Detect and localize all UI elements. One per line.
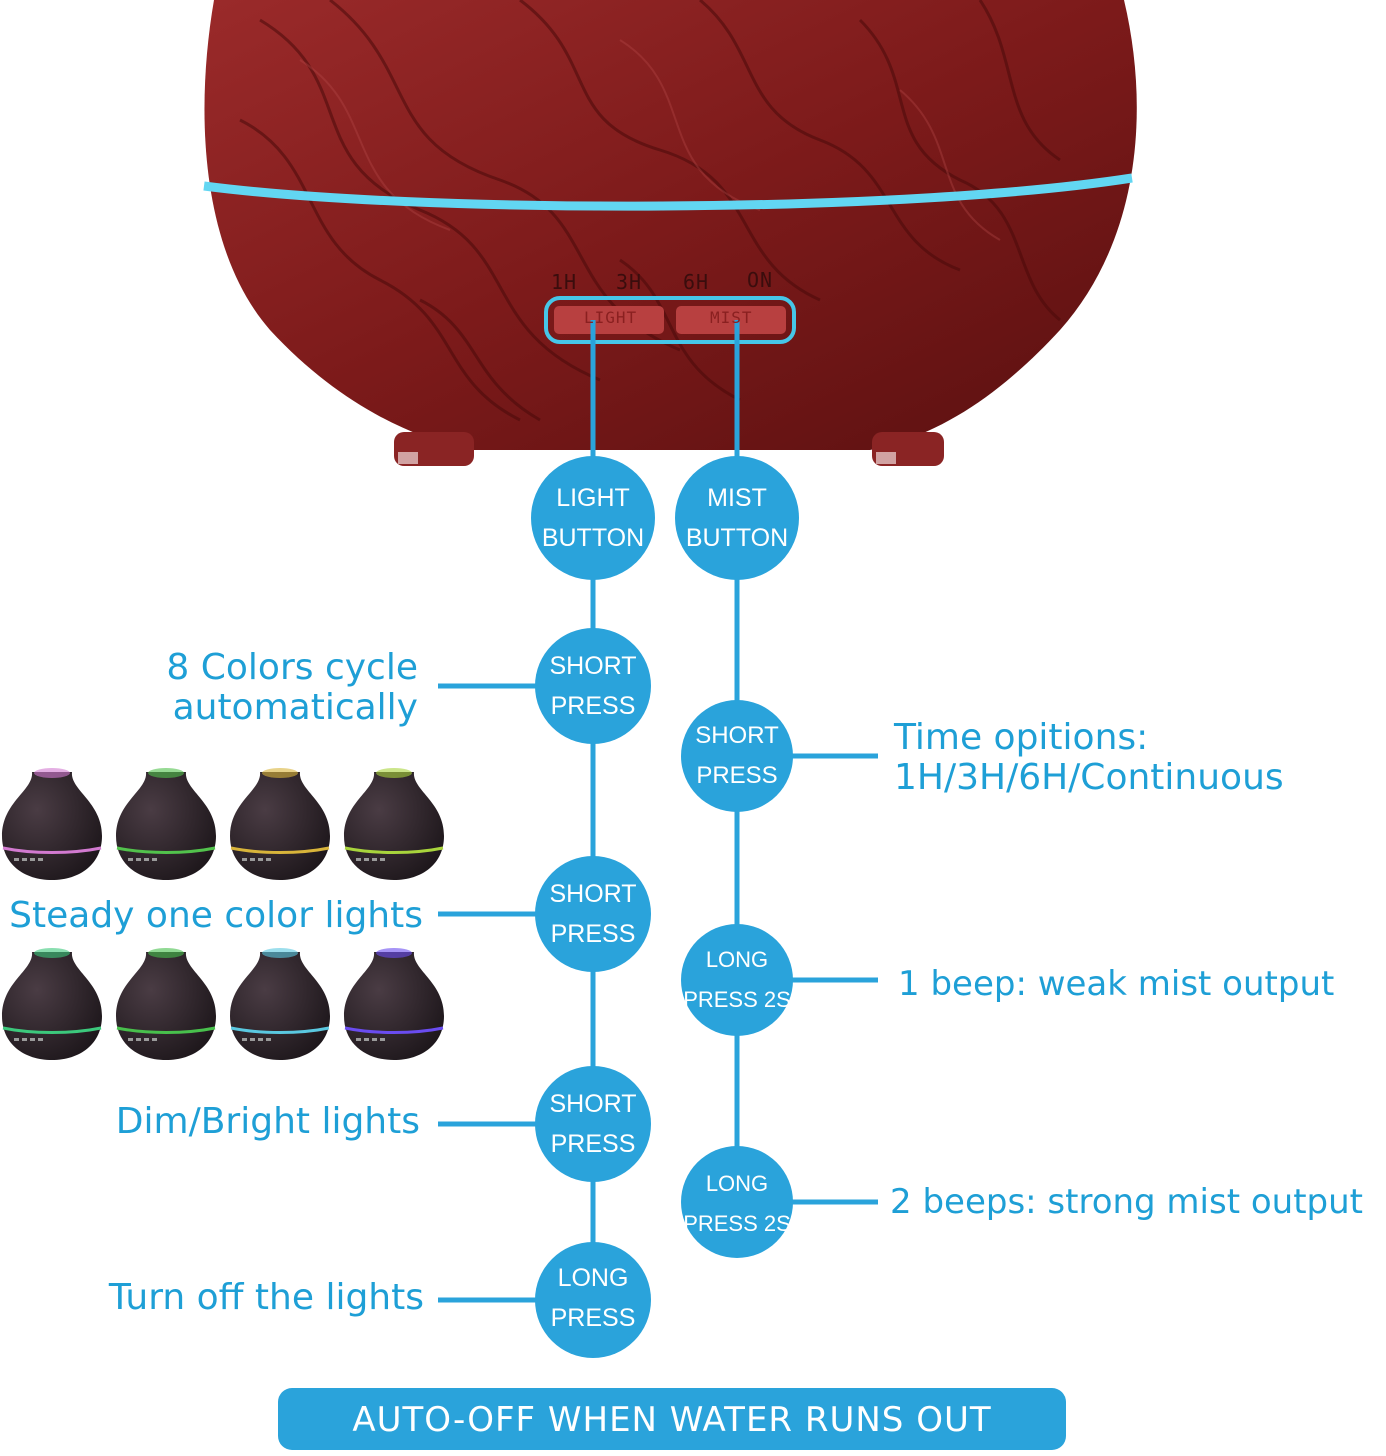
- diffuser-body: [203, 0, 1137, 466]
- led-ring: [203, 173, 1133, 211]
- mini-diffuser: [230, 948, 330, 1060]
- caption-steady-color: Steady one color lights: [9, 895, 423, 936]
- mini-diffuser: [116, 768, 216, 880]
- light-short-press-2-node: [535, 856, 651, 972]
- mini-diffuser: [230, 768, 330, 880]
- timer-label-6h: 6H: [683, 270, 710, 294]
- mini-diffuser: [2, 768, 102, 880]
- mini-diffuser: [344, 948, 444, 1060]
- caption-time-options: Time opitions:1H/3H/6H/Continuous: [894, 717, 1284, 798]
- mist-short-press-node: [681, 700, 793, 812]
- mist-button-label: MIST: [710, 308, 753, 327]
- mini-diffuser: [344, 768, 444, 880]
- light-button-outline: [544, 296, 796, 344]
- mini-diffuser: [2, 948, 102, 1060]
- mist-button: [676, 306, 786, 334]
- auto-off-banner: AUTO-OFF WHEN WATER RUNS OUT: [278, 1388, 1066, 1450]
- mini-diffusers: [2, 768, 444, 1060]
- timer-label-3h: 3H: [616, 270, 643, 294]
- light-short-press-3-node: [535, 1066, 651, 1182]
- connector-lines: [438, 320, 878, 1303]
- mist-long-press-1-node: [681, 924, 793, 1036]
- timer-label-1h: 1H: [551, 270, 578, 294]
- control-panel: [544, 296, 796, 344]
- caption-lights-off: Turn off the lights: [108, 1277, 424, 1318]
- caption-weak-mist: 1 beep: weak mist output: [898, 964, 1335, 1004]
- light-button-node: [531, 456, 655, 580]
- timer-label-on: ON: [747, 268, 774, 292]
- light-button-label: LIGHT: [584, 308, 638, 327]
- caption-strong-mist: 2 beeps: strong mist output: [890, 1182, 1363, 1222]
- mini-diffuser: [116, 948, 216, 1060]
- light-button: [554, 306, 664, 334]
- light-long-press-node: [535, 1242, 651, 1358]
- mist-long-press-2-node: [681, 1146, 793, 1258]
- mist-button-node: [675, 456, 799, 580]
- caption-dim-bright: Dim/Bright lights: [115, 1101, 420, 1142]
- light-short-press-1-node: [535, 628, 651, 744]
